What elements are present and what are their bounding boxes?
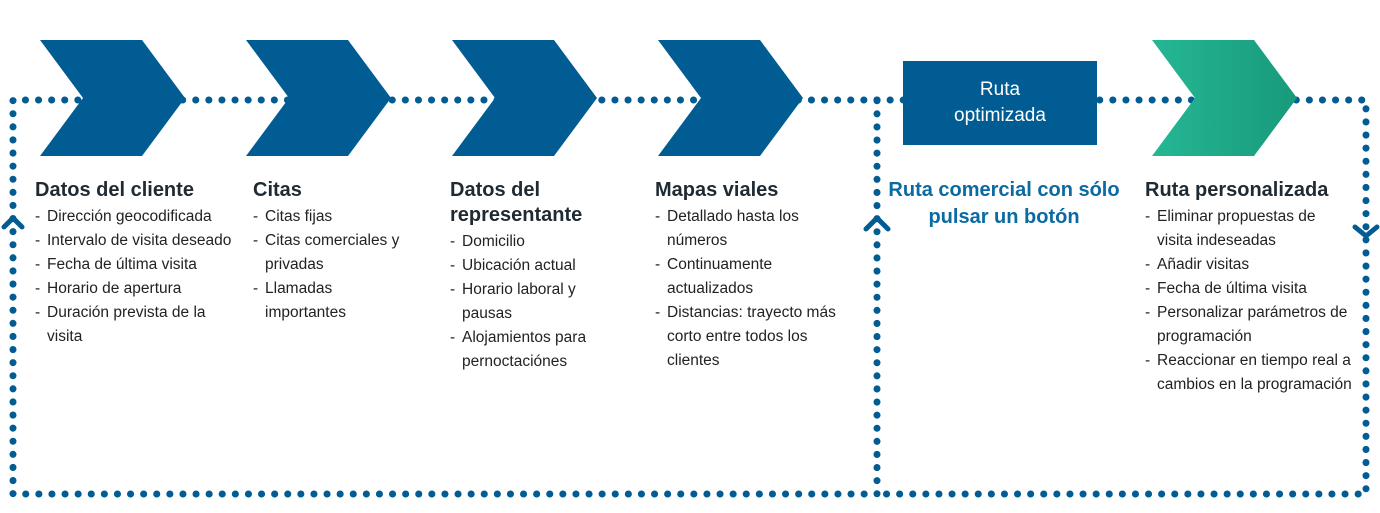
personalized-column: Ruta personalizada Eliminar propuestas d… <box>1145 178 1355 397</box>
step-column-4: Mapas viales Detallado hasta los números… <box>655 178 860 373</box>
list-item: Horario laboral y pausas <box>450 278 615 326</box>
step-list-3: Domicilio Ubicación actual Horario labor… <box>450 230 615 374</box>
chevron-step-4 <box>658 40 803 156</box>
list-item: Detallado hasta los números <box>655 205 860 253</box>
list-item: Citas fijas <box>253 205 413 229</box>
list-item: Fecha de última visita <box>1145 277 1355 301</box>
list-item: Intervalo de visita deseado <box>35 229 245 253</box>
list-item: Reaccionar en tiempo real a cambios en l… <box>1145 349 1355 397</box>
step-column-2: Citas Citas fijas Citas comerciales y pr… <box>253 178 413 325</box>
chevron-personalized <box>1152 40 1297 156</box>
list-item: Duración prevista de la visita <box>35 301 245 349</box>
one-click-caption: Ruta comercial con sólo pulsar un botón <box>888 179 1120 228</box>
chevron-step-1 <box>40 40 185 156</box>
step-list-1: Dirección geocodificada Intervalo de vis… <box>35 205 245 349</box>
list-item: Distancias: trayecto más corto entre tod… <box>655 301 860 373</box>
step-column-1: Datos del cliente Dirección geocodificad… <box>35 178 245 349</box>
optimized-route-box: Ruta optimizada <box>903 61 1097 145</box>
list-item: Personalizar parámetros de programación <box>1145 301 1355 349</box>
step-title-4: Mapas viales <box>655 179 779 201</box>
personalized-list: Eliminar propuestas de visita indeseadas… <box>1145 205 1355 397</box>
list-item: Alojamientos para pernoctaciónes <box>450 326 615 374</box>
list-item: Continuamente actualizados <box>655 253 860 301</box>
left-up-arrow-icon <box>1 215 25 230</box>
right-down-arrow-icon <box>1352 224 1380 239</box>
personalized-title: Ruta personalizada <box>1145 179 1329 201</box>
step-title-2: Citas <box>253 179 302 201</box>
step-list-4: Detallado hasta los números Continuament… <box>655 205 860 373</box>
list-item: Horario de apertura <box>35 277 245 301</box>
step-title-1: Datos del cliente <box>35 179 194 201</box>
middle-up-arrow-icon <box>863 215 891 232</box>
chevron-step-3 <box>452 40 597 156</box>
step-title-3: Datos del representante <box>450 179 583 226</box>
list-item: Añadir visitas <box>1145 253 1355 277</box>
list-item: Citas comerciales y privadas <box>253 229 413 277</box>
chevron-step-2 <box>246 40 391 156</box>
list-item: Ubicación actual <box>450 254 615 278</box>
list-item: Llamadas importantes <box>253 277 413 325</box>
list-item: Fecha de última visita <box>35 253 245 277</box>
list-item: Eliminar propuestas de visita indeseadas <box>1145 205 1355 253</box>
list-item: Domicilio <box>450 230 615 254</box>
step-list-2: Citas fijas Citas comerciales y privadas… <box>253 205 413 325</box>
list-item: Dirección geocodificada <box>35 205 245 229</box>
right-loop-path <box>873 96 1370 498</box>
step-column-3: Datos del representante Domicilio Ubicac… <box>450 178 615 374</box>
